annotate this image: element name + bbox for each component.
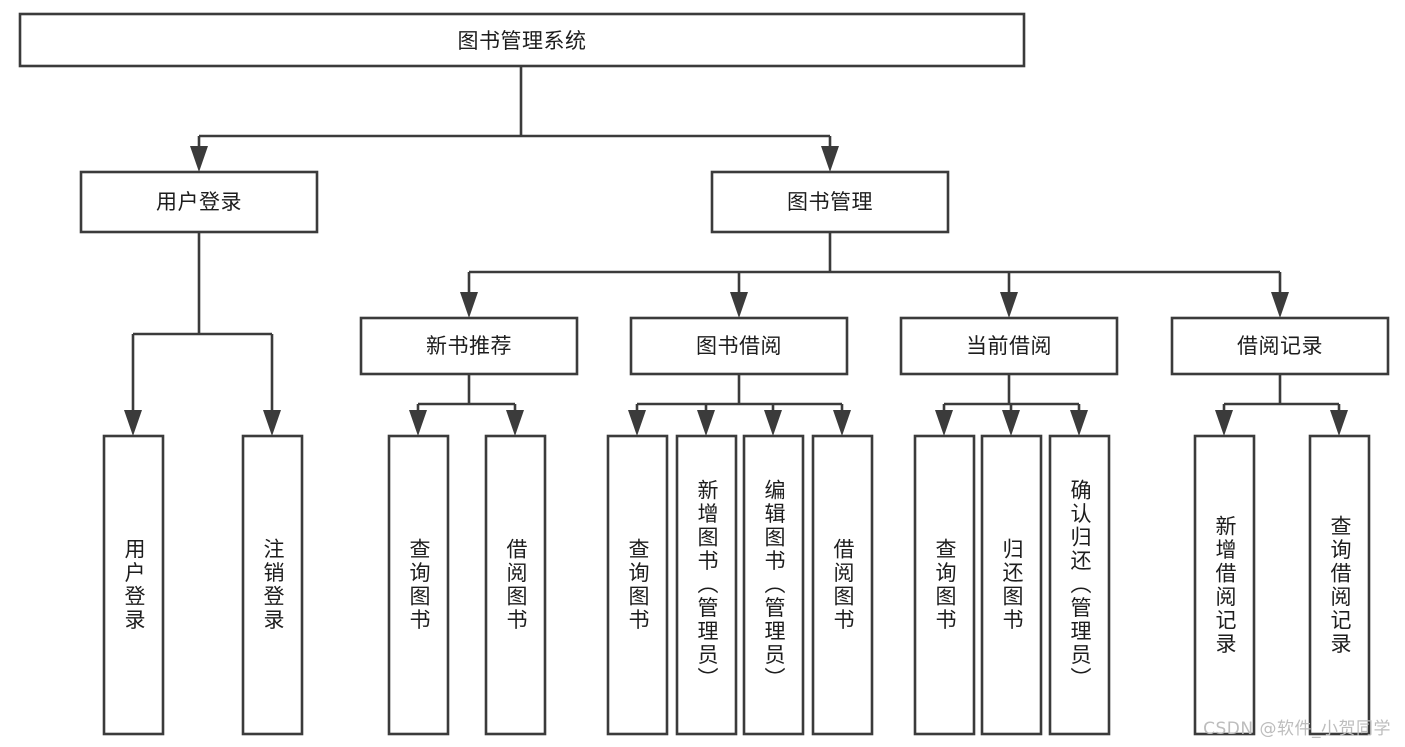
arrowhead-borrow-record bbox=[1271, 292, 1289, 318]
node-new-book-recommend[interactable]: 新书推荐 bbox=[359, 316, 579, 376]
arrowhead-leaf-user-login bbox=[124, 410, 142, 436]
node-book-manage-label: 图书管理 bbox=[787, 190, 873, 214]
leaf-boxes-user-login bbox=[102, 434, 304, 736]
arrowhead-user-login bbox=[190, 146, 208, 172]
arrowhead-leaf-add-book bbox=[697, 410, 715, 436]
leaf-query-book-1-box[interactable] bbox=[387, 434, 450, 736]
node-current-borrow-box[interactable] bbox=[899, 316, 1119, 376]
arrowhead-new-book-recommend bbox=[460, 292, 478, 318]
leaf-confirm-return-box[interactable] bbox=[1048, 434, 1111, 736]
arrowhead-leaf-query-book-1 bbox=[409, 410, 427, 436]
leaf-return-book-box[interactable] bbox=[980, 434, 1043, 736]
node-book-borrow-label: 图书借阅 bbox=[696, 334, 782, 358]
connectors-user-login-to-leaves bbox=[124, 232, 281, 436]
arrowhead-leaf-return-book bbox=[1002, 410, 1020, 436]
node-borrow-record-label: 借阅记录 bbox=[1237, 334, 1323, 358]
node-book-manage-box[interactable] bbox=[710, 170, 950, 234]
node-new-book-recommend-box[interactable] bbox=[359, 316, 579, 376]
arrowhead-leaf-query-book-3 bbox=[935, 410, 953, 436]
connectors-book-manage-to-level3 bbox=[460, 232, 1289, 318]
leaf-query-book-3-box[interactable] bbox=[913, 434, 976, 736]
arrowhead-leaf-borrow-book-2 bbox=[833, 410, 851, 436]
leaf-boxes-book-borrow bbox=[606, 434, 874, 736]
leaf-boxes-new-book-recommend bbox=[387, 434, 547, 736]
arrowhead-book-borrow bbox=[730, 292, 748, 318]
node-new-book-recommend-label: 新书推荐 bbox=[426, 334, 512, 358]
node-book-borrow[interactable]: 图书借阅 bbox=[629, 316, 849, 376]
node-root[interactable]: 图书管理系统 bbox=[18, 12, 1026, 68]
connectors-root-to-level2 bbox=[190, 66, 839, 172]
arrowhead-leaf-query-record bbox=[1330, 410, 1348, 436]
leaf-boxes-borrow-record bbox=[1193, 434, 1371, 736]
leaf-query-book-2-box[interactable] bbox=[606, 434, 669, 736]
leaf-borrow-book-2-box[interactable] bbox=[811, 434, 874, 736]
node-root-box[interactable] bbox=[18, 12, 1026, 68]
arrowhead-leaf-edit-book bbox=[764, 410, 782, 436]
leaf-borrow-book-1-box[interactable] bbox=[484, 434, 547, 736]
leaf-logout-login-box[interactable] bbox=[241, 434, 304, 736]
node-borrow-record-box[interactable] bbox=[1170, 316, 1390, 376]
leaf-query-record-box[interactable] bbox=[1308, 434, 1371, 736]
node-user-login-box[interactable] bbox=[79, 170, 319, 234]
arrowhead-leaf-logout-login bbox=[263, 410, 281, 436]
leaf-add-record-box[interactable] bbox=[1193, 434, 1256, 736]
arrowhead-leaf-add-record bbox=[1215, 410, 1233, 436]
connectors-current-borrow-to-leaves bbox=[935, 374, 1088, 436]
node-current-borrow-label: 当前借阅 bbox=[966, 334, 1052, 358]
arrowhead-leaf-query-book-2 bbox=[628, 410, 646, 436]
connectors-new-book-to-leaves bbox=[409, 374, 524, 436]
leaf-user-login-box[interactable] bbox=[102, 434, 165, 736]
arrowhead-leaf-borrow-book-1 bbox=[506, 410, 524, 436]
node-book-borrow-box[interactable] bbox=[629, 316, 849, 376]
connectors-borrow-record-to-leaves bbox=[1215, 374, 1348, 436]
node-user-login-label: 用户登录 bbox=[156, 190, 242, 214]
arrowhead-leaf-confirm-return bbox=[1070, 410, 1088, 436]
node-book-manage[interactable]: 图书管理 bbox=[710, 170, 950, 234]
connectors-book-borrow-to-leaves bbox=[628, 374, 851, 436]
leaf-edit-book-box[interactable] bbox=[742, 434, 805, 736]
arrowhead-book-manage bbox=[821, 146, 839, 172]
leaf-add-book-box[interactable] bbox=[675, 434, 738, 736]
node-root-label: 图书管理系统 bbox=[458, 29, 587, 53]
node-user-login[interactable]: 用户登录 bbox=[79, 170, 319, 234]
node-current-borrow[interactable]: 当前借阅 bbox=[899, 316, 1119, 376]
node-borrow-record[interactable]: 借阅记录 bbox=[1170, 316, 1390, 376]
leaf-boxes-current-borrow bbox=[913, 434, 1111, 736]
arrowhead-current-borrow bbox=[1000, 292, 1018, 318]
